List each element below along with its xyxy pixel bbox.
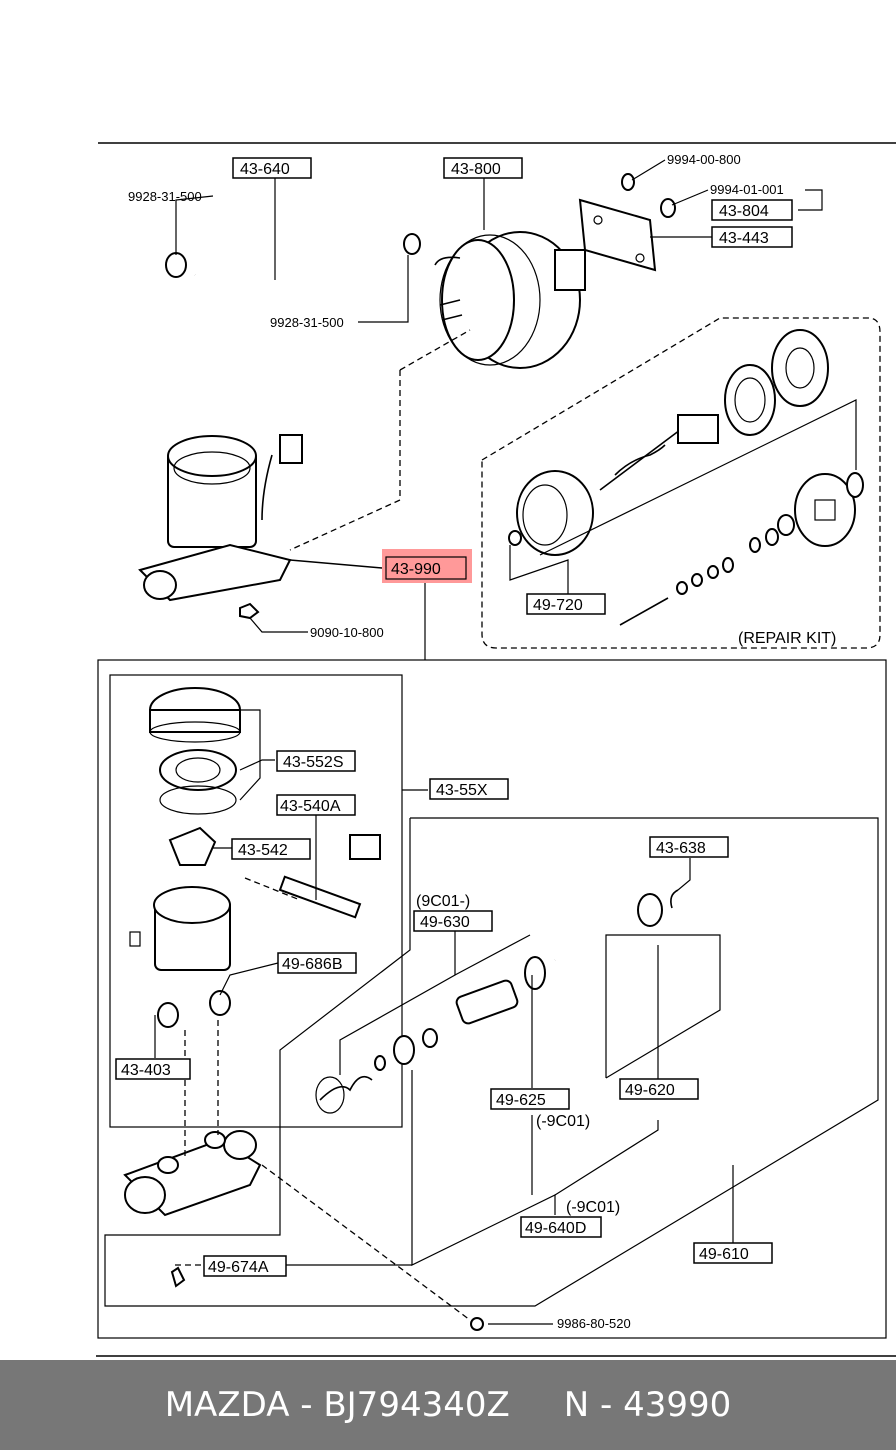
label-43-542: 43-542 — [238, 842, 288, 859]
label-43-540A: 43-540A — [280, 798, 341, 815]
label-43-640: 43-640 — [240, 161, 290, 178]
label-43-55X: 43-55X — [436, 782, 488, 799]
label-43-638: 43-638 — [656, 840, 706, 857]
repair-kit-parts — [508, 329, 864, 626]
assembly-frame — [97, 659, 887, 1339]
master-cylinder-top — [138, 434, 303, 620]
label-49-640D: 49-640D — [525, 1220, 586, 1237]
leader-lines — [154, 159, 823, 1325]
brake-booster — [434, 231, 586, 369]
inner-kit-frame — [104, 817, 879, 1307]
label-43-403: 43-403 — [121, 1062, 171, 1079]
label-9928-31-500-bottom: 9928-31-500 — [270, 315, 344, 330]
label-49-610: 49-610 — [699, 1246, 749, 1263]
part-number-footer: MAZDA - BJ794340Z N - 43990 — [0, 1360, 896, 1450]
vacuum-hose — [165, 198, 421, 296]
booster-gasket — [578, 173, 676, 272]
repair-kit-outline — [481, 317, 881, 649]
label-49-620: 49-620 — [625, 1082, 675, 1099]
parts-diagram: 43-640 43-800 9994-00-800 9994-01-001 43… — [96, 142, 896, 1357]
label-9928-31-500-top: 9928-31-500 — [128, 189, 202, 204]
label-49-720: 49-720 — [533, 597, 583, 614]
piston-parts — [315, 889, 679, 1114]
label-43-443: 43-443 — [719, 230, 769, 247]
label-9986-80-520: 9986-80-520 — [557, 1316, 631, 1331]
label-43-804: 43-804 — [719, 203, 769, 220]
label-49-630: 49-630 — [420, 914, 470, 931]
label-9c01-plus: (9C01-) — [416, 893, 470, 910]
label-9090-10-800: 9090-10-800 — [310, 625, 384, 640]
highlight-43-990 — [382, 549, 472, 583]
label-9c01-minus-a: (-9C01) — [536, 1113, 590, 1130]
label-9994-00-800: 9994-00-800 — [667, 152, 741, 167]
label-49-686B: 49-686B — [282, 956, 343, 973]
label-43-990: 43-990 — [391, 561, 441, 578]
master-cylinder-bottom — [123, 1130, 484, 1331]
label-49-674A: 49-674A — [208, 1259, 269, 1276]
label-9c01-minus-b: (-9C01) — [566, 1199, 620, 1216]
label-43-800: 43-800 — [451, 161, 501, 178]
label-repair-kit: (REPAIR KIT) — [738, 630, 836, 647]
label-43-552S: 43-552S — [283, 754, 344, 771]
part-labels: 43-640 43-800 9994-00-800 9994-01-001 43… — [115, 152, 836, 1331]
label-9994-01-001: 9994-01-001 — [710, 182, 784, 197]
label-49-625: 49-625 — [496, 1092, 546, 1109]
reservoir-parts — [129, 687, 381, 1028]
reservoir-frame — [109, 674, 403, 1128]
footer-text: MAZDA - BJ794340Z N - 43990 — [164, 1385, 732, 1425]
